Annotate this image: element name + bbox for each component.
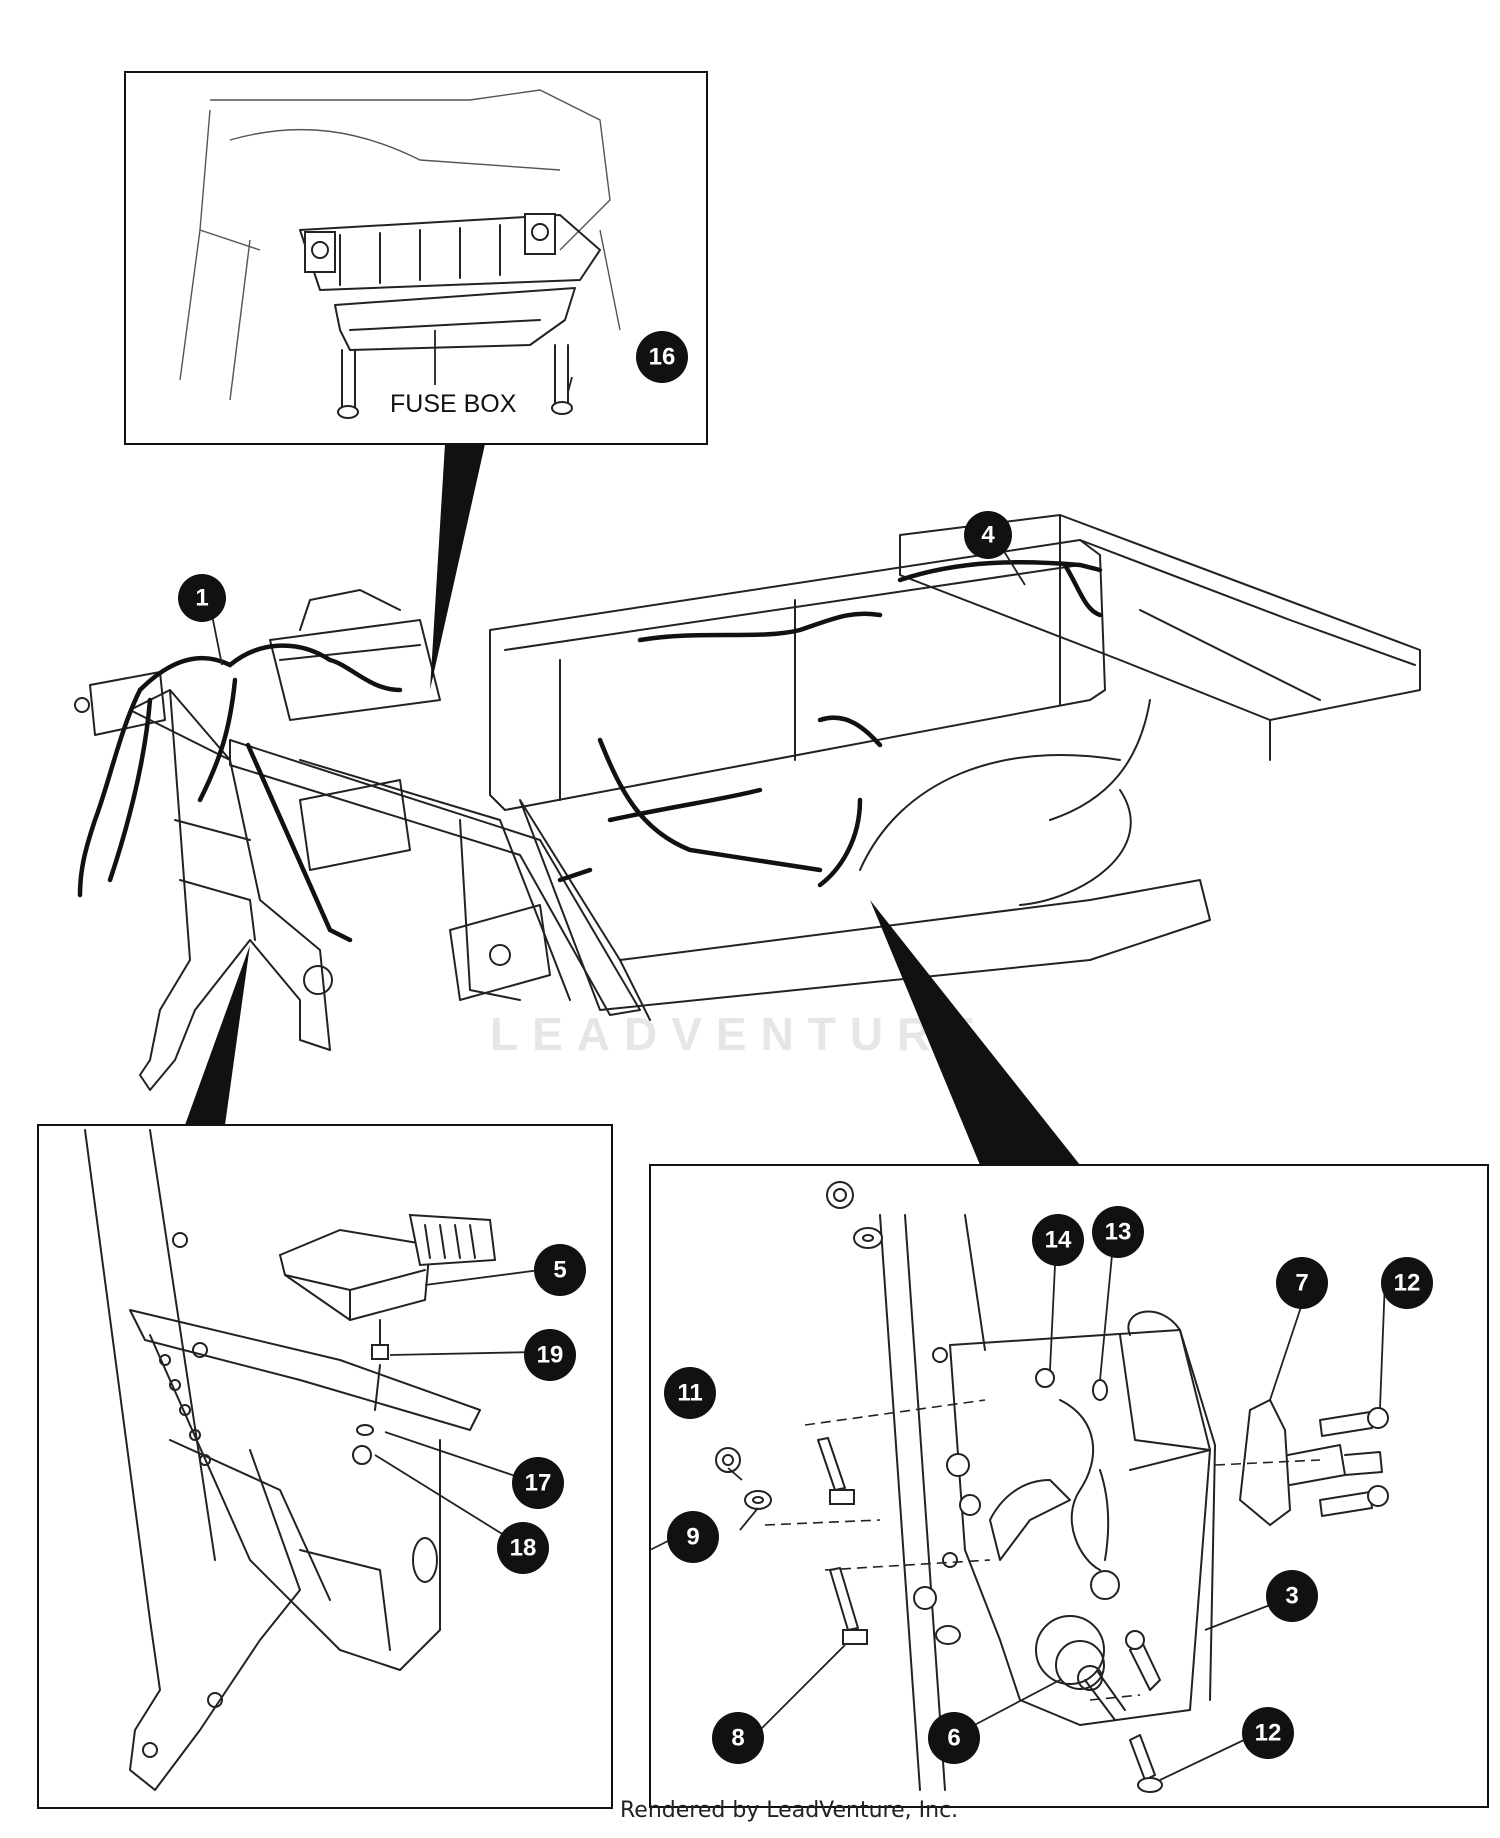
svg-text:17: 17 bbox=[525, 1470, 552, 1497]
callout-1: 1 bbox=[178, 574, 226, 622]
svg-text:12: 12 bbox=[1394, 1270, 1421, 1297]
svg-text:8: 8 bbox=[731, 1725, 744, 1752]
callout-19: 19 bbox=[524, 1329, 576, 1381]
inset-bracket-module bbox=[37, 945, 613, 1809]
svg-text:12: 12 bbox=[1255, 1720, 1282, 1747]
callout-12-top: 12 bbox=[1381, 1257, 1433, 1309]
callout-4: 4 bbox=[964, 511, 1012, 559]
credit-footer: Rendered by LeadVenture, Inc. bbox=[620, 1798, 959, 1823]
callout-12-bottom: 12 bbox=[1242, 1707, 1294, 1759]
svg-text:9: 9 bbox=[686, 1524, 699, 1551]
svg-text:5: 5 bbox=[553, 1257, 566, 1284]
svg-text:14: 14 bbox=[1045, 1227, 1072, 1254]
callout-17: 17 bbox=[512, 1457, 564, 1509]
svg-text:1: 1 bbox=[195, 585, 208, 612]
callout-14: 14 bbox=[1032, 1214, 1084, 1266]
svg-text:4: 4 bbox=[981, 522, 995, 549]
svg-text:7: 7 bbox=[1295, 1270, 1308, 1297]
wiring-harness bbox=[77, 559, 1103, 943]
svg-text:11: 11 bbox=[677, 1380, 702, 1407]
main-frame-assembly bbox=[74, 514, 1421, 1091]
callout-8: 8 bbox=[712, 1712, 764, 1764]
callout-3: 3 bbox=[1266, 1570, 1318, 1622]
svg-text:3: 3 bbox=[1285, 1583, 1298, 1610]
callout-7: 7 bbox=[1276, 1257, 1328, 1309]
svg-text:6: 6 bbox=[947, 1725, 960, 1752]
leader-lines bbox=[211, 376, 1386, 1781]
callout-9: 9 bbox=[667, 1511, 719, 1563]
callout-6: 6 bbox=[928, 1712, 980, 1764]
callout-5: 5 bbox=[534, 1244, 586, 1296]
svg-text:19: 19 bbox=[537, 1342, 564, 1369]
svg-text:16: 16 bbox=[649, 344, 676, 371]
svg-text:18: 18 bbox=[510, 1535, 537, 1562]
watermark-text: LEADVENTURE bbox=[490, 1008, 989, 1060]
inset-fuse-box: FUSE BOX bbox=[124, 71, 708, 690]
svg-text:13: 13 bbox=[1105, 1219, 1132, 1246]
fuse-box-label: FUSE BOX bbox=[390, 390, 517, 418]
callout-11: 11 bbox=[664, 1367, 716, 1419]
inset-solenoid-assembly bbox=[649, 900, 1489, 1808]
callout-16: 16 bbox=[636, 331, 688, 383]
callout-18: 18 bbox=[497, 1522, 549, 1574]
callout-13: 13 bbox=[1092, 1206, 1144, 1258]
